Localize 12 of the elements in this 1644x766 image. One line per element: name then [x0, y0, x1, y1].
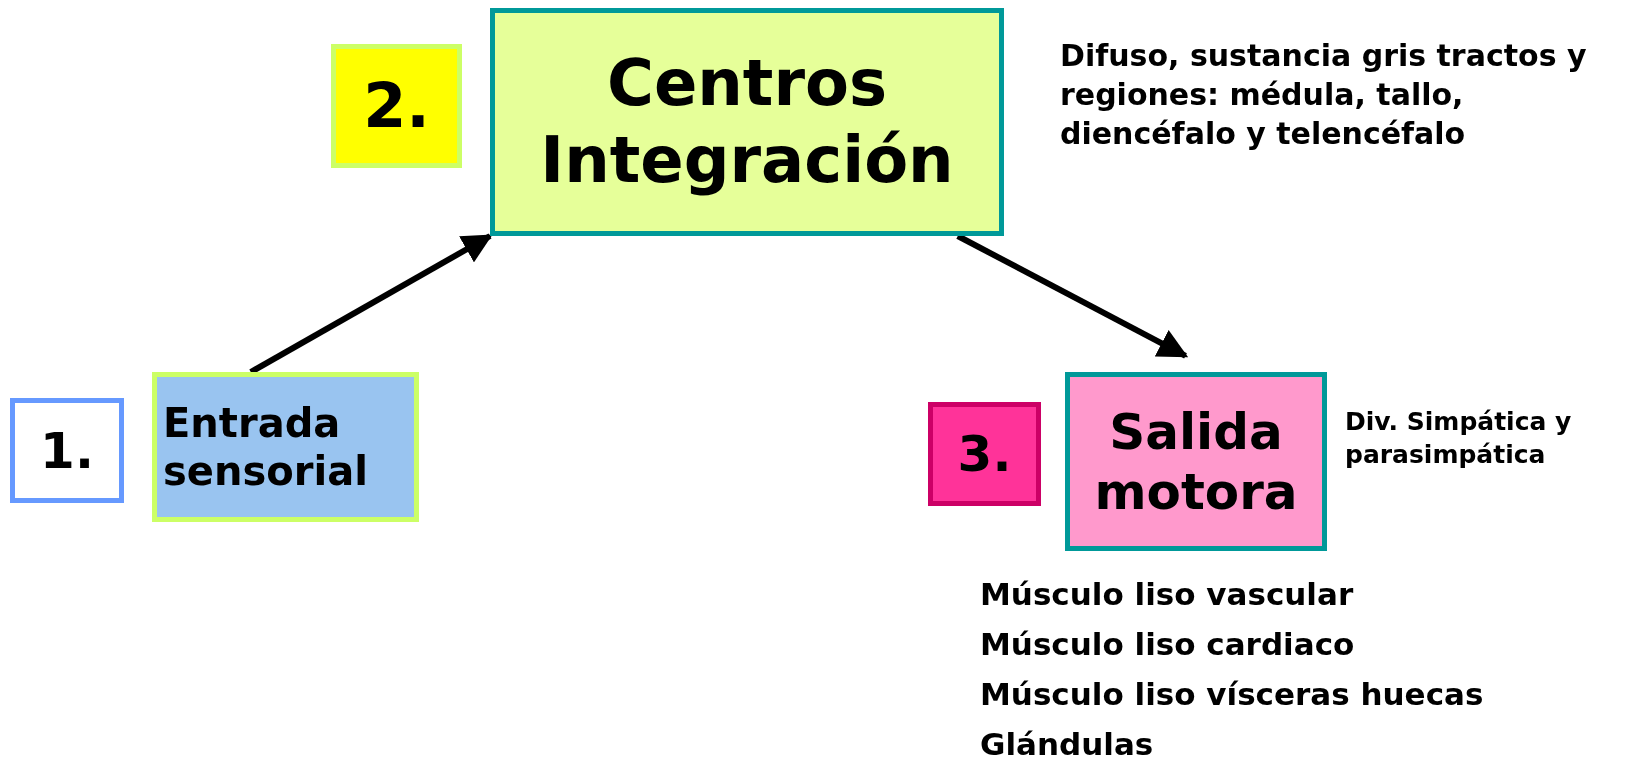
process-box: Salida motora	[1065, 372, 1327, 551]
step-number-box: 3.	[928, 402, 1041, 506]
process-box: Centros Integración	[490, 8, 1004, 236]
step-number-box: 1.	[10, 398, 124, 503]
annotation-text: Músculo liso vísceras huecas	[980, 675, 1485, 714]
step-number-box: 2.	[331, 44, 462, 168]
annotation-text: Músculo liso cardiaco	[980, 625, 1356, 664]
process-box: Entrada sensorial	[152, 372, 419, 522]
annotation-text: Músculo liso vascular	[980, 575, 1355, 614]
annotation-text: Difuso, sustancia gris tractos y regiones: médula, tallo, diencéfalo y telencéfalo	[1060, 37, 1588, 153]
annotation-text: Glándulas	[980, 725, 1155, 764]
annotation-text: Div. Simpática y parasimpática	[1345, 406, 1573, 471]
